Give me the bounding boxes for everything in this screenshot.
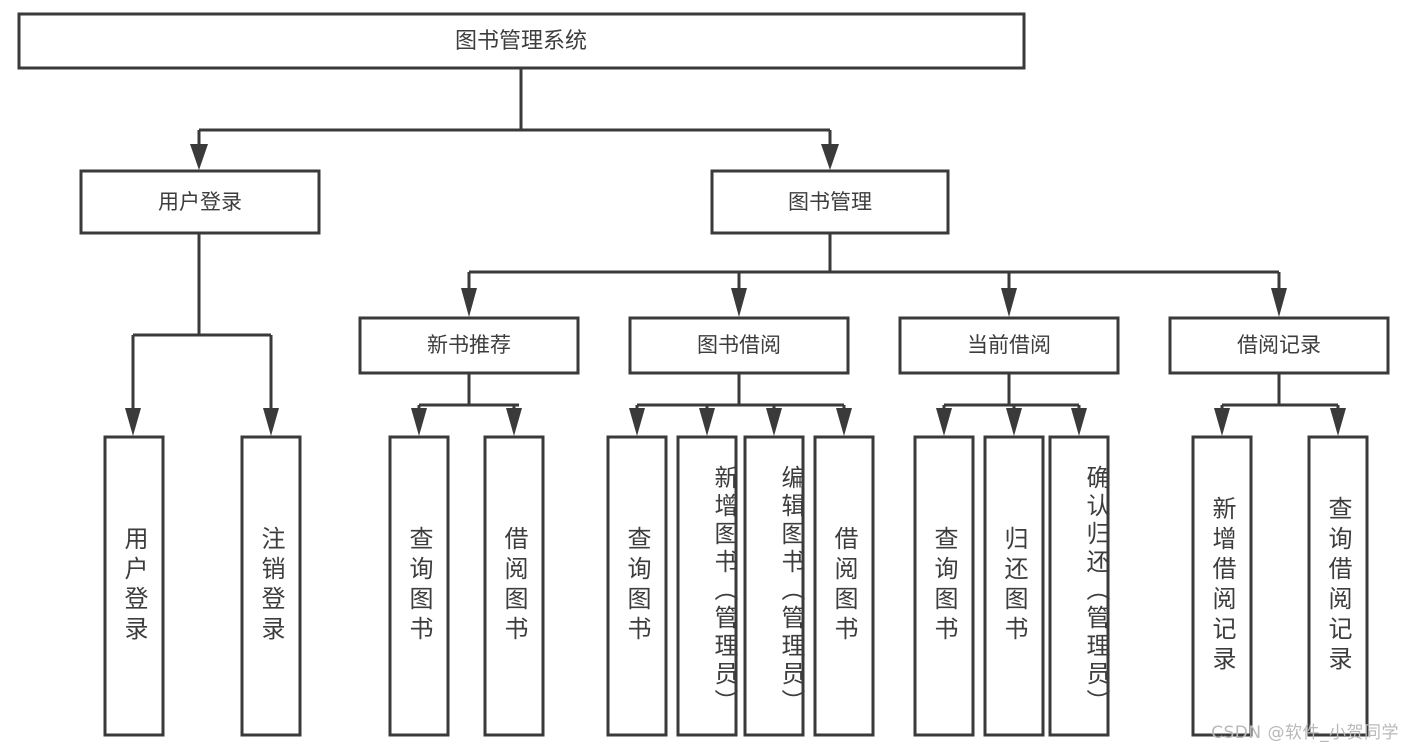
arrow-head-leaf-cb-2 (1006, 408, 1022, 436)
arrow-head-leaf-bb-2 (699, 408, 715, 436)
arrow-head-leaf-br-1 (1214, 408, 1230, 436)
node-borrow-record-box[interactable] (1168, 316, 1390, 375)
leaf-node-cb-1[interactable] (913, 435, 975, 737)
node-book-management[interactable]: 图书管理 (710, 169, 950, 235)
connector-group-book-borrow (629, 373, 852, 436)
node-current-borrow-label: 当前借阅 (967, 333, 1051, 357)
leaf-node-br-1-box[interactable] (1191, 435, 1253, 737)
connector-group-root (190, 68, 839, 170)
leaf-node-bb-3[interactable] (743, 435, 805, 737)
leaf-node-nbr-1[interactable] (388, 435, 450, 737)
arrow-head-level3-2 (731, 288, 747, 317)
arrow-head-level3-1 (461, 288, 477, 317)
node-user-login-label: 用户登录 (158, 190, 242, 214)
node-new-book-recommend-box[interactable] (358, 316, 580, 375)
arrow-head-leaf-bb-4 (836, 408, 852, 436)
arrow-head-level3-4 (1271, 288, 1287, 317)
leaf-node-bb-2[interactable] (676, 435, 738, 737)
node-new-book-recommend[interactable]: 新书推荐 (358, 316, 580, 375)
leaf-node-bb-1-box[interactable] (606, 435, 668, 737)
leaf-node-bb-1[interactable] (606, 435, 668, 737)
node-book-borrow-label: 图书借阅 (697, 333, 781, 357)
node-book-management-label: 图书管理 (788, 190, 872, 214)
connector-group-user-login (125, 233, 279, 436)
leaf-node-br-2-box[interactable] (1307, 435, 1369, 737)
arrow-head-leaf-bb-3 (766, 408, 782, 436)
node-book-borrow-box[interactable] (628, 316, 850, 375)
leaf-node-cb-1-box[interactable] (913, 435, 975, 737)
leaf-node-nbr-1-box[interactable] (388, 435, 450, 737)
arrow-head-level3-3 (1001, 288, 1017, 317)
node-current-borrow[interactable]: 当前借阅 (898, 316, 1120, 375)
leaf-node-nbr-2-box[interactable] (483, 435, 545, 737)
node-root-system-label: 图书管理系统 (455, 29, 587, 54)
arrow-head-book-mgmt (821, 144, 839, 170)
leaf-node-cb-3-box[interactable] (1048, 435, 1110, 737)
arrow-head-leaf-cb-3 (1071, 408, 1087, 436)
leaf-node-user-login-1-box[interactable] (103, 435, 165, 737)
arrow-head-leaf-nbr-2 (506, 408, 522, 436)
node-root-system[interactable]: 图书管理系统 (17, 12, 1026, 70)
leaf-node-user-login-1[interactable] (103, 435, 165, 737)
leaf-node-bb-4-box[interactable] (813, 435, 875, 737)
connector-group-current-borrow (936, 373, 1087, 436)
leaf-node-bb-3-box[interactable] (743, 435, 805, 737)
leaf-node-bb-4[interactable] (813, 435, 875, 737)
connector-group-new-book-recommend (411, 373, 522, 436)
node-book-management-box[interactable] (710, 169, 950, 235)
leaf-node-user-login-2-box[interactable] (240, 435, 302, 737)
node-user-login[interactable]: 用户登录 (79, 169, 321, 235)
arrow-head-leaf-user-login-1 (125, 408, 141, 436)
arrow-head-leaf-bb-1 (629, 408, 645, 436)
leaf-node-nbr-2[interactable] (483, 435, 545, 737)
connector-group-borrow-record (1214, 373, 1346, 436)
node-root-system-box[interactable] (17, 12, 1026, 70)
arrow-head-leaf-user-login-2 (263, 408, 279, 436)
arrow-head-user-login (190, 144, 208, 170)
arrow-head-leaf-br-2 (1330, 408, 1346, 436)
node-current-borrow-box[interactable] (898, 316, 1120, 375)
csdn-watermark: CSDN @软件_小贺同学 (1211, 723, 1399, 743)
arrow-head-leaf-nbr-1 (411, 408, 427, 436)
leaf-node-cb-2-box[interactable] (983, 435, 1045, 737)
node-book-borrow[interactable]: 图书借阅 (628, 316, 850, 375)
arrow-head-leaf-cb-1 (936, 408, 952, 436)
node-user-login-box[interactable] (79, 169, 321, 235)
node-borrow-record-label: 借阅记录 (1237, 333, 1321, 357)
leaf-node-bb-2-box[interactable] (676, 435, 738, 737)
node-borrow-record[interactable]: 借阅记录 (1168, 316, 1390, 375)
leaf-node-br-2[interactable] (1307, 435, 1369, 737)
connector-group-book-mgmt (461, 233, 1287, 317)
leaf-node-cb-2[interactable] (983, 435, 1045, 737)
node-new-book-recommend-label: 新书推荐 (427, 333, 511, 357)
leaf-node-cb-3[interactable] (1048, 435, 1110, 737)
leaf-node-br-1[interactable] (1191, 435, 1253, 737)
leaf-node-user-login-2[interactable] (240, 435, 302, 737)
